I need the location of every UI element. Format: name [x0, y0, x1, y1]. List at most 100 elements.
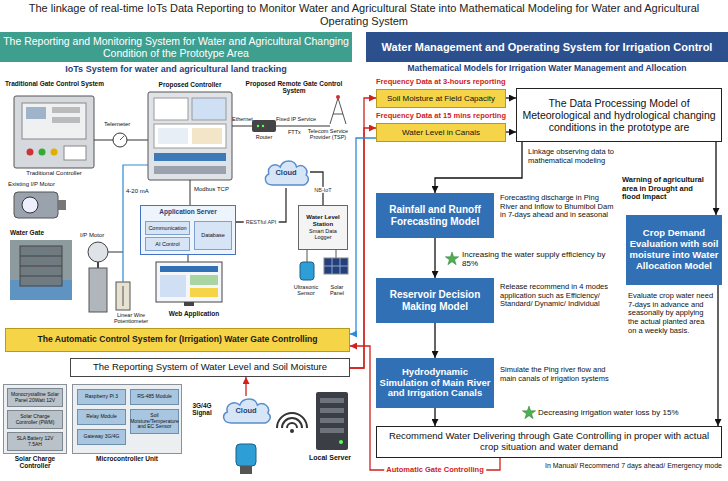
annotation-label: Router — [250, 134, 278, 140]
cloud-outline — [224, 399, 271, 423]
water-gate-photo — [10, 240, 72, 300]
annotation-label: Ultrasonic Sensor — [290, 284, 322, 297]
web-application-screen — [156, 262, 222, 302]
node-text: Water Level Station — [302, 214, 344, 228]
annotation-label: Solar Panel — [324, 284, 350, 297]
component-box: RS-485 Module — [130, 389, 179, 405]
cloud-shape: Cloud — [262, 158, 310, 188]
annotation-label: Traditional Controller — [12, 170, 96, 177]
annotation-label: Proposed Controller — [148, 81, 232, 88]
model-box: Rainfall and Runoff Forecasting Model — [376, 193, 494, 238]
node-text: Crop Demand Evaluation with soil moistur… — [629, 228, 719, 272]
router — [257, 125, 259, 127]
traditional-controller — [27, 149, 34, 156]
model-box: Hydrodynamic Simulation of Main River an… — [376, 358, 494, 408]
data-box: Soil Moisture at Field Capacity — [376, 89, 506, 108]
annotation-label: Frequency Data at 15 mins reporting — [376, 112, 536, 121]
existing-motor — [14, 192, 66, 218]
edge-label: Automatic Gate Controlling — [384, 466, 486, 475]
node-text: Microcontroller Unit — [73, 455, 181, 462]
web-application-screen — [160, 266, 218, 272]
connector — [350, 98, 376, 368]
annotation-label: Water Gate — [10, 229, 70, 236]
traditional-controller — [52, 107, 80, 113]
telemeter-dial — [120, 136, 124, 140]
node-text: The Reporting and Monitoring System for … — [3, 35, 349, 59]
ultrasonic-sensor — [300, 262, 314, 280]
node-text: RS-485 Module — [137, 394, 172, 400]
ultrasonic-sensor — [307, 250, 308, 262]
annotation-label: 4-20 mA — [126, 188, 156, 195]
router — [252, 120, 276, 132]
controller-box: Solar Charge ControllerMonocrystalline S… — [3, 384, 67, 454]
annotation-label: Fixed IP Service — [276, 116, 326, 122]
node-text: Application Server — [144, 208, 232, 215]
node-text: Solar Charge Controller (PWM) — [11, 414, 59, 426]
traditional-controller — [51, 149, 58, 156]
annotation-label: Existing I/P Motor — [8, 181, 88, 188]
node-text: Hydrodynamic Simulation of Main River an… — [379, 367, 491, 400]
annotation-label: Forecasting discharge in Ping River and … — [500, 194, 618, 220]
cloud-outline — [265, 161, 308, 185]
water-gate-photo — [20, 256, 62, 257]
existing-motor — [58, 200, 66, 210]
telemeter-dial — [127, 140, 148, 141]
node-text: Water Level in Canals — [402, 128, 480, 137]
edge-label: NB-IoT — [312, 187, 333, 193]
web-application-screen — [190, 288, 218, 297]
module-box: Database — [194, 221, 232, 250]
wifi-symbol — [282, 418, 302, 428]
node-text: Gateway 3G/4G — [84, 434, 120, 440]
solar-panel — [324, 250, 348, 274]
telecom-tower — [336, 95, 340, 99]
component-box: Solar Charge Controller (PWM) — [7, 410, 63, 429]
telemeter-dial — [94, 133, 148, 147]
node-text: Communication — [148, 225, 186, 231]
controller-box: Microcontroller UnitRaspberry Pi 3RS-485… — [72, 384, 182, 454]
traditional-controller — [39, 149, 46, 156]
connector — [350, 128, 376, 368]
annotation-label: FTTx — [288, 129, 310, 135]
component-box: Monocrystalline Solar Panel 20Watt 12V — [7, 388, 63, 407]
component-box: Soil Moisture/Temperature and EC Sensor — [130, 409, 179, 434]
node-text: Soil Moisture at Field Capacity — [387, 94, 495, 103]
annotation-label: Linear Wire Potentiometer — [108, 312, 154, 325]
model-box: Reservoir Decision Making Model — [376, 278, 494, 323]
router — [252, 120, 276, 132]
network-wire — [276, 126, 330, 127]
header-band: The Reporting and Monitoring System for … — [0, 32, 352, 62]
proposed-controller — [148, 92, 232, 180]
node-text: Rainfall and Runoff Forecasting Model — [379, 204, 491, 227]
node-text: Recommend Water Delivering through Gate … — [380, 431, 718, 453]
server-box: Application ServerCommunication AI Contro… — [140, 205, 236, 255]
telemeter-dial — [94, 140, 113, 141]
annotation-label: IoTs System for water and agricultural l… — [0, 64, 352, 74]
system-box: The Automatic Control System for (Irriga… — [5, 328, 350, 352]
annotation-label: Increasing the water supply efficiency b… — [462, 250, 622, 268]
local-server — [320, 428, 344, 433]
annotation-label: Traditional Gate Control System — [5, 80, 137, 87]
wifi-symbol — [290, 429, 294, 433]
local-server — [320, 398, 344, 403]
ultrasonic-sensor-module — [240, 466, 252, 474]
water-gate-photo — [20, 276, 62, 277]
proposed-controller — [148, 92, 232, 180]
node-text: Water Management and Operating System fo… — [382, 41, 713, 54]
component-box: Relay Module — [77, 409, 126, 425]
node-text: The Data Processing Model of Meteorologi… — [520, 97, 718, 133]
component-box: SLA Battery 12V 7.5AH — [7, 432, 63, 451]
water-gate-photo — [20, 246, 62, 286]
traditional-controller — [22, 103, 86, 139]
node-text: AI Control — [155, 241, 179, 247]
annotation-label: Proposed Remote Gate Control System — [238, 80, 350, 95]
node-text: SLA Battery 12V 7.5AH — [11, 436, 59, 448]
component-box: Raspberry Pi 3 — [77, 389, 126, 405]
water-gate-photo — [20, 266, 62, 267]
connector — [506, 131, 516, 132]
station-box: Water Level StationSmart Data Logger — [298, 205, 348, 250]
edge-label: RESTful API — [244, 219, 279, 225]
node-text: Solar Charge Controller — [4, 455, 66, 470]
node-text: Cloud — [275, 169, 296, 178]
model-box: Crop Demand Evaluation with soil moistur… — [626, 215, 722, 285]
proposed-controller — [154, 124, 226, 148]
